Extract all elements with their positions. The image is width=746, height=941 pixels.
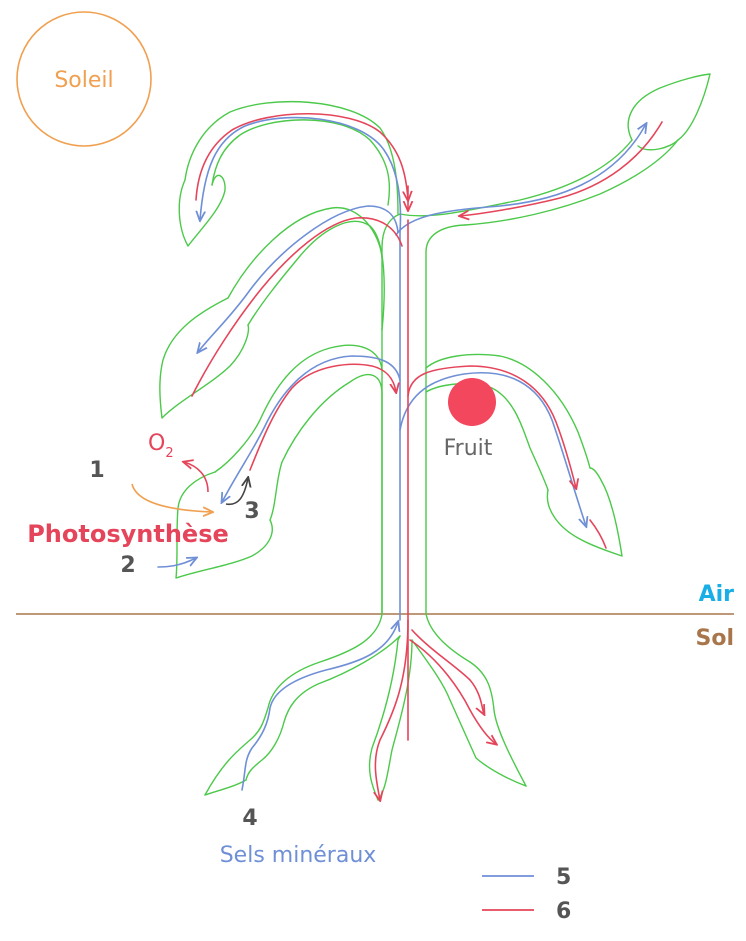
fruit-label: Fruit — [444, 436, 493, 461]
label-2: 2 — [120, 553, 135, 578]
legend: 5 6 — [482, 865, 571, 924]
leaf-top-right — [628, 74, 710, 150]
raw-sap-paths — [158, 118, 646, 790]
sun-label: Soleil — [54, 68, 113, 93]
label-4: 4 — [242, 806, 257, 831]
legend-key-5: 5 — [556, 865, 571, 890]
leaf-right — [547, 468, 622, 556]
air-label: Air — [699, 582, 735, 607]
label-3: 3 — [244, 499, 259, 524]
o2-subscript: 2 — [165, 446, 173, 461]
legend-key-6: 6 — [556, 899, 571, 924]
fruit-circle — [448, 378, 496, 426]
o2-label: O2 — [148, 431, 174, 461]
o2-main: O — [148, 431, 165, 456]
label-1: 1 — [89, 458, 104, 483]
plant-outline — [160, 74, 710, 800]
sunlight-arrow — [132, 484, 212, 512]
mineral-salts-label: Sels minéraux — [220, 843, 377, 868]
leaf-mid-left — [160, 298, 249, 418]
leaf-top-left — [179, 175, 225, 246]
sol-label: Sol — [696, 626, 735, 651]
photosynthesis-label: Photosynthèse — [27, 520, 229, 548]
